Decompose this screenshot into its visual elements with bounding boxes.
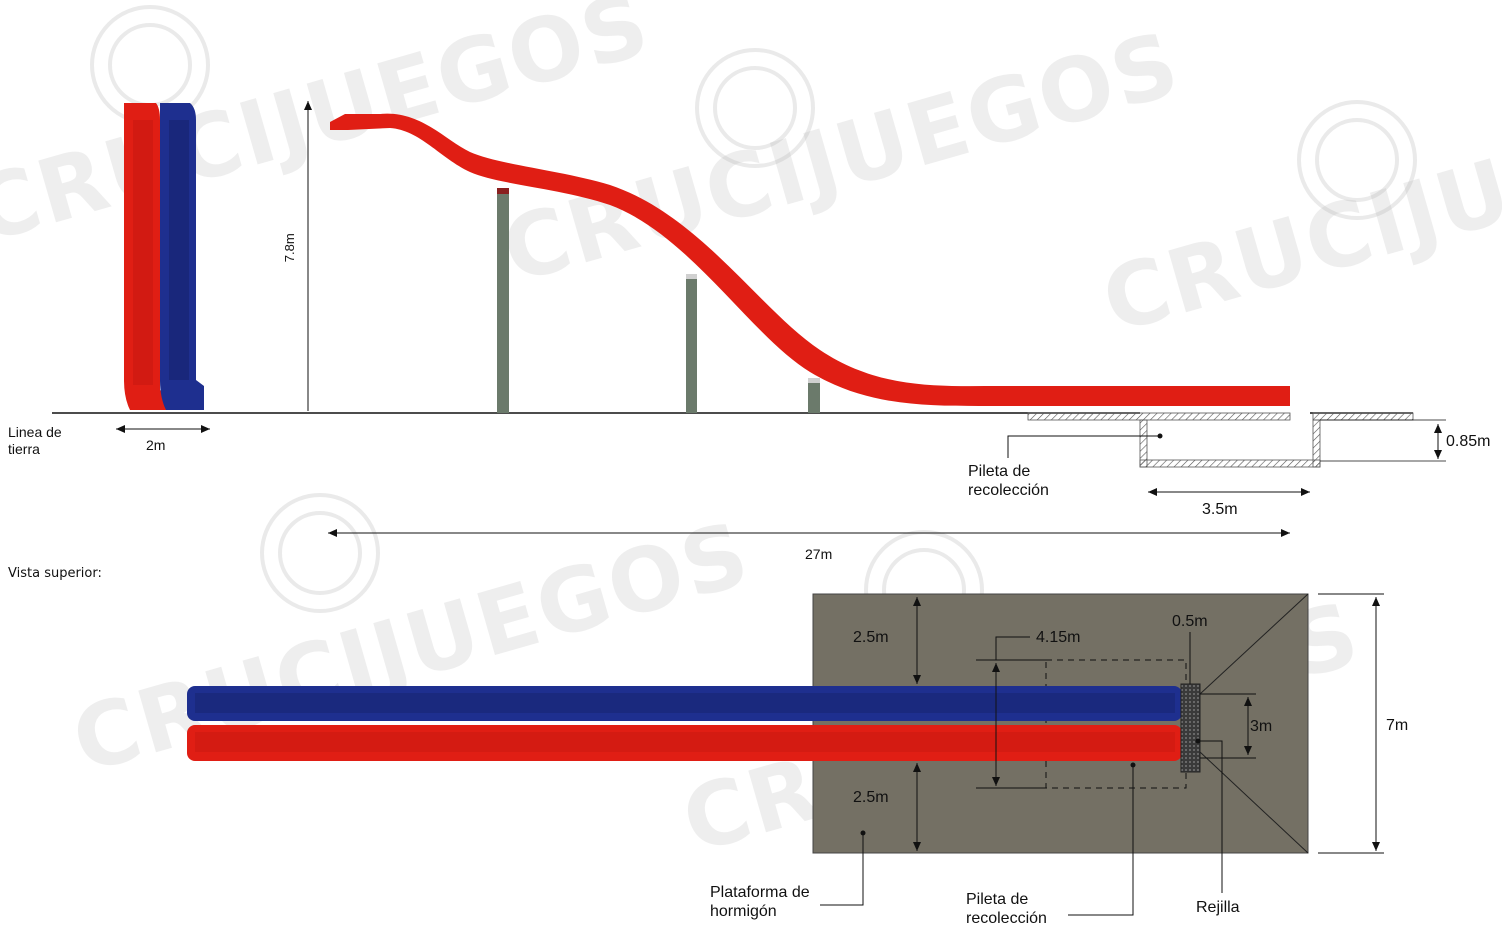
platform-label: Plataforma de hormigón <box>710 884 810 921</box>
total-width-label: 7m <box>1386 717 1409 734</box>
grate <box>1180 683 1201 773</box>
front-view-slides <box>124 103 204 410</box>
support-post <box>686 274 697 413</box>
grate-width-label: 0.5m <box>1172 613 1208 630</box>
total-length-label: 27m <box>805 546 833 562</box>
slide-blue-top <box>187 686 1182 721</box>
top-view-title: Vista superior: <box>8 566 102 581</box>
height-dimension-label: 7.8m <box>282 233 298 263</box>
pool-label-side: Pileta de recolección <box>968 463 1049 500</box>
watermark-logo <box>90 5 1417 650</box>
pool-length-top-label: 4.15m <box>1036 629 1081 646</box>
lower-half-width-label: 2.5m <box>853 789 889 806</box>
concrete-platform <box>812 593 1309 854</box>
grate-length-label: 3m <box>1250 718 1273 735</box>
ground-line-label: Linea de tierra <box>8 424 62 457</box>
pool-length-label: 3.5m <box>1202 501 1238 518</box>
support-post <box>808 378 820 413</box>
upper-half-width-label: 2.5m <box>853 629 889 646</box>
pool-section <box>1027 412 1414 468</box>
slide-red-top <box>187 725 1182 761</box>
grate-label: Rejilla <box>1196 899 1240 916</box>
pool-label-top: Pileta de recolección <box>966 891 1047 928</box>
depth-dimension-label: 0.85m <box>1446 433 1491 450</box>
slide-side-profile <box>330 113 1290 407</box>
width-dimension-label: 2m <box>146 437 166 453</box>
support-post <box>497 188 509 413</box>
